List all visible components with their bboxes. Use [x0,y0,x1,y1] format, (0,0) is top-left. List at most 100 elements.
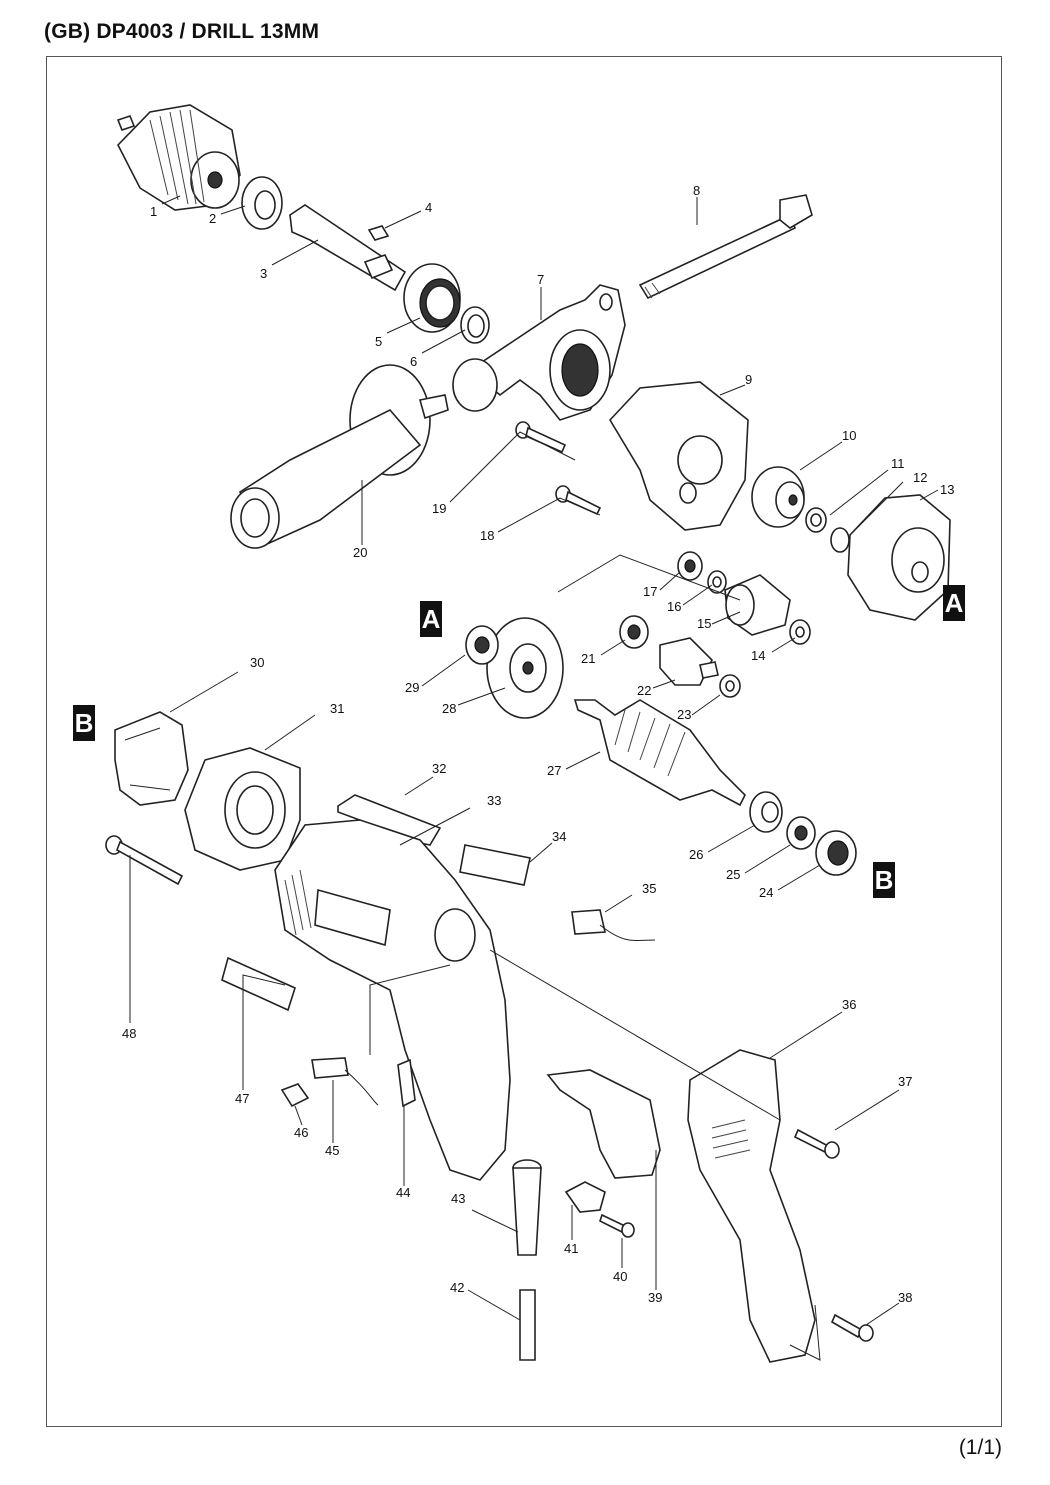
part-label: 43 [451,1191,465,1206]
part-label: 40 [613,1269,627,1284]
svg-text:A: A [945,588,964,618]
part-10-gear [751,466,805,528]
part-label: 45 [325,1143,339,1158]
part-4-key [367,225,390,241]
part-45-connector [311,1057,379,1106]
part-47-nameplate [221,956,296,1012]
part-label: 6 [410,354,417,369]
part-label: 46 [294,1125,308,1140]
part-11-washer [805,507,827,533]
section-mark-b-right: B [873,862,895,898]
part-label: 12 [913,470,927,485]
part-15-spur-gear [724,574,791,636]
diagram-frame [46,56,1002,1427]
part-5-bearing [403,263,461,333]
part-label: 13 [940,482,954,497]
section-mark-a-right: A [943,585,965,621]
svg-text:B: B [75,708,94,738]
part-label: 33 [487,793,501,808]
part-18-screw [555,485,602,516]
part-label: 9 [745,372,752,387]
part-label: 20 [353,545,367,560]
part-26-fan-guide [749,791,783,833]
part-17-bearing [677,551,703,581]
part-label: 38 [898,1290,912,1305]
part-label: 24 [759,885,773,900]
part-25-bearing [786,816,816,850]
part-39-switch [546,1069,661,1179]
part-label: 7 [537,272,544,287]
part-38-screw [830,1313,874,1342]
section-mark-b-left: B [73,705,95,741]
part-label: 10 [842,428,856,443]
part-label: 44 [396,1185,410,1200]
svg-text:A: A [422,604,441,634]
part-label: 16 [667,599,681,614]
part-9-housing-cover [609,381,749,531]
part-16-washer [707,570,727,594]
part-42-cord [519,1289,536,1361]
svg-text:B: B [875,865,894,895]
part-3-spindle [289,204,407,292]
part-37-screw [793,1128,840,1159]
part-label: 31 [330,701,344,716]
part-label: 26 [689,847,703,862]
part-30-baffle-plate [114,711,189,806]
part-label: 8 [693,183,700,198]
part-label: 17 [643,584,657,599]
part-23-washer [719,674,741,698]
part-label: 1 [150,204,157,219]
part-labels: 1 2 3 4 5 6 7 8 9 10 11 12 13 14 15 16 1… [122,183,954,1305]
part-2-ring [241,176,283,230]
page-number: (1/1) [958,1436,1002,1459]
part-label: 15 [697,616,711,631]
part-40-screw [599,1213,635,1238]
part-36-handle-cover [687,1049,816,1363]
part-24-bearing-holder [815,830,857,876]
part-label: 5 [375,334,382,349]
page-title: (GB) DP4003 / DRILL 13MM [44,20,320,43]
part-14-washer [789,619,811,645]
part-46-carbon-brush [280,1083,310,1108]
part-22-pinion-shaft [659,637,719,686]
leader-lines [129,195,939,1361]
part-35-connector [571,909,656,942]
part-label: 28 [442,701,456,716]
part-31-field [184,747,301,871]
part-label: 27 [547,763,561,778]
part-label: 3 [260,266,267,281]
part-label: 47 [235,1091,249,1106]
part-21-bearing [619,615,649,649]
part-33-motor-housing [274,819,511,1181]
part-8-rod [638,194,813,300]
part-27-armature [573,699,746,807]
part-label: 29 [405,680,419,695]
part-41-strain-relief [564,1181,606,1213]
part-12-retaining-ring [830,527,850,553]
part-label: 42 [450,1280,464,1295]
part-44-terminal [397,1058,416,1108]
part-label: 37 [898,1074,912,1089]
part-20-side-handle [230,364,449,549]
part-28-fan [486,617,564,719]
part-label: 19 [432,501,446,516]
part-label: 32 [432,761,446,776]
part-label: 25 [726,867,740,882]
part-label: 30 [250,655,264,670]
part-48-screw [105,835,184,886]
part-label: 35 [642,881,656,896]
part-13-bearing-box [847,494,951,621]
part-6-retaining-ring [460,306,490,344]
part-label: 48 [122,1026,136,1041]
part-label: 41 [564,1241,578,1256]
part-7-gear-housing [452,284,626,421]
part-34-label [459,844,531,886]
part-label: 39 [648,1290,662,1305]
section-mark-a-left: A [420,601,442,637]
part-label: 2 [209,211,216,226]
part-label: 18 [480,528,494,543]
part-19-screw [515,421,567,454]
part-label: 21 [581,651,595,666]
part-label: 11 [891,456,905,471]
